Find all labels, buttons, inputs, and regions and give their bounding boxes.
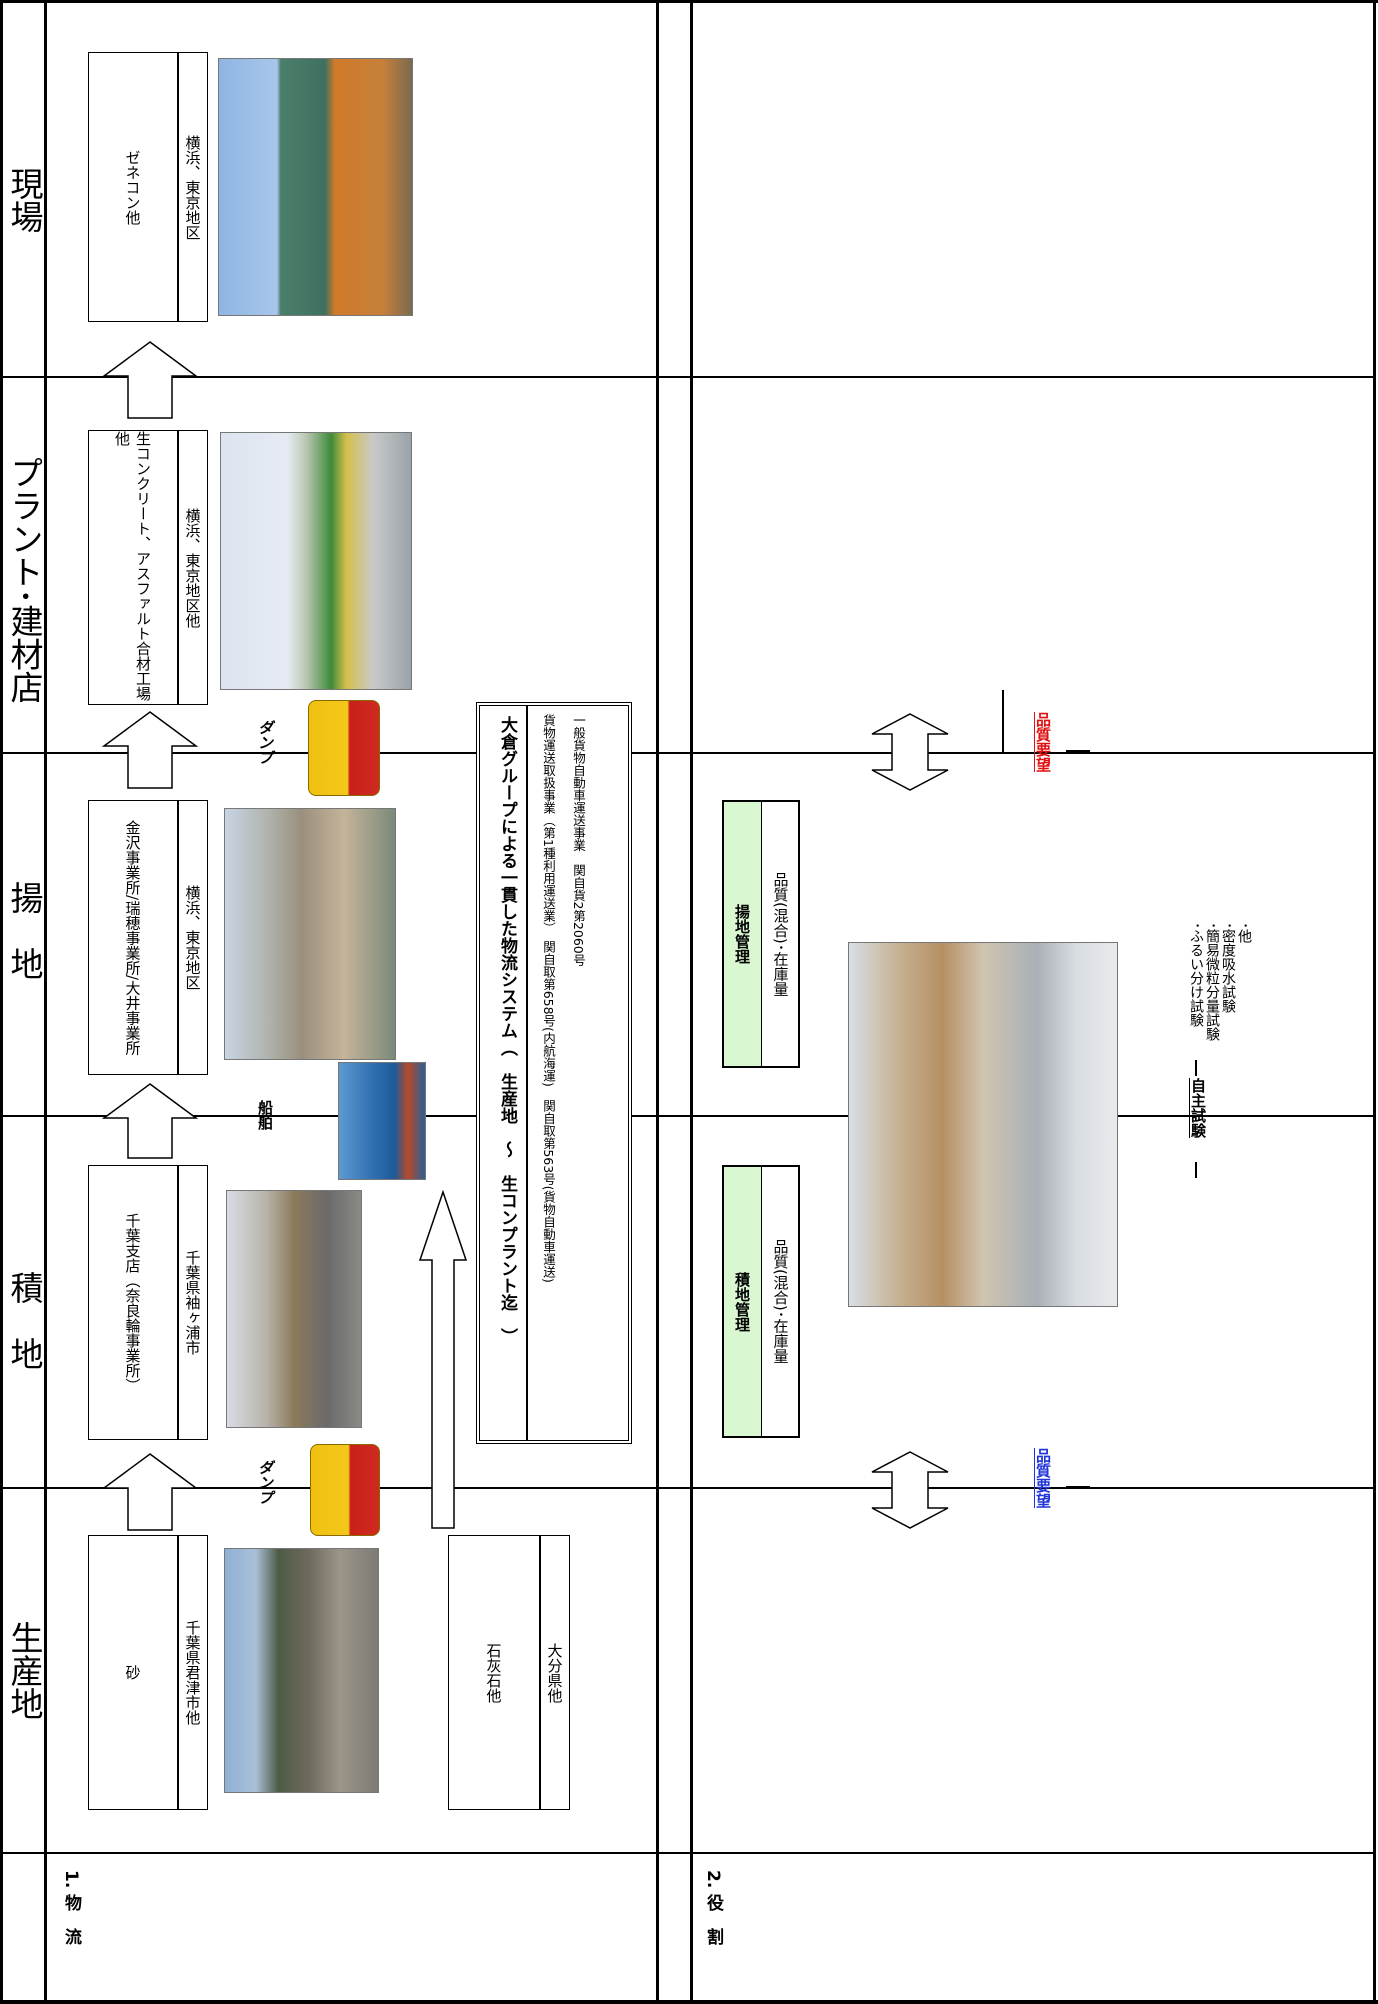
- test-item-3: ･密度吸水試験: [1220, 922, 1236, 1013]
- quarry-photo: [224, 1548, 379, 1793]
- test-item-1: ･ふるい分け試験: [1188, 922, 1204, 1027]
- production-box-divider: [539, 1536, 541, 1809]
- connector-line: [1002, 690, 1004, 752]
- double-arrow-icon: [871, 1451, 949, 1529]
- section-divider-right: [690, 0, 693, 2004]
- test-item-4: ･他: [1236, 922, 1252, 943]
- site-box-divider: [177, 53, 179, 321]
- concrete-plant-photo: [220, 432, 412, 690]
- loading-box-divider: [177, 1166, 179, 1439]
- site-box: ゼネコン他 横浜、東京地区: [88, 52, 208, 322]
- col-header-loading: 積 地: [5, 1270, 44, 1370]
- loading-management-box: 積地管理 品質(混合)･在庫量: [722, 1165, 800, 1438]
- logistics-system-box: 大倉グループによる一貫した物流システム（ 生産地 ～ 生コンプラント迄 ） 貨物…: [476, 702, 632, 1444]
- transport-ship: 船舶: [256, 1100, 274, 1130]
- frame-right: [1373, 0, 1376, 2004]
- quality-request-blue: 品質要望: [1034, 1448, 1052, 1508]
- unloading-area: 横浜、東京地区: [183, 885, 202, 990]
- unloading-box-divider: [177, 801, 179, 1074]
- flow-arrow-icon: [101, 1453, 199, 1531]
- production-sand-area: 千葉県君津市他: [183, 1620, 202, 1725]
- frame-left: [0, 0, 3, 2004]
- col-divider-2: [0, 752, 1376, 754]
- request-line-top: [1005, 746, 1007, 754]
- loading-facility-photo: [226, 1190, 362, 1428]
- loading-management-title: 積地管理: [724, 1167, 762, 1436]
- logistics-system-line2: 一般貨物自動車運送事業 関自貨2第2060号: [571, 714, 586, 967]
- loading-management-body: 品質(混合)･在庫量: [771, 1239, 790, 1364]
- flow-arrow-icon: [101, 711, 199, 789]
- flow-arrow-icon: [101, 341, 199, 419]
- site-name: ゼネコン他: [123, 149, 142, 225]
- section1-label: 1. 物 流: [61, 1870, 81, 1946]
- col-divider-4: [0, 1487, 1376, 1489]
- frame-bottom: [0, 2000, 1378, 2004]
- lab-test-photo: [848, 942, 1118, 1307]
- loading-name: 千葉支店（奈良輪事業所）: [123, 1212, 142, 1393]
- production-limestone-name: 石灰石他: [484, 1642, 503, 1703]
- connector-line: [1066, 1486, 1090, 1488]
- section2-label: 2. 役 割: [703, 1870, 723, 1946]
- site-area: 横浜、東京地区: [183, 134, 202, 240]
- unloading-yard-photo: [224, 808, 396, 1060]
- section-divider-left: [656, 0, 659, 2004]
- production-box-limestone: 石灰石他 大分県他: [448, 1535, 570, 1810]
- loading-box: 千葉支店（奈良輪事業所） 千葉県袖ヶ浦市: [88, 1165, 208, 1440]
- frame-top: [0, 0, 1378, 3]
- test-item-2: ･簡易微粒分量試験: [1204, 922, 1220, 1041]
- unloading-management-title: 揚地管理: [724, 802, 762, 1066]
- production-box-divider: [177, 1536, 179, 1809]
- dump-truck-icon: [310, 1444, 380, 1536]
- cargo-ship-photo: [338, 1062, 426, 1180]
- label-row-divider: [0, 1852, 1376, 1854]
- transport-dump-1: ダンプ: [256, 1460, 274, 1505]
- section1-header-divider: [44, 0, 47, 2004]
- self-inspection-label: 自主試験: [1189, 1078, 1207, 1138]
- unloading-name: 金沢事業所/瑞穂事業所/大井事業所: [123, 819, 142, 1056]
- col-header-site: 現場: [5, 167, 44, 233]
- double-arrow-icon: [871, 713, 949, 791]
- loading-area: 千葉県袖ヶ浦市: [183, 1250, 202, 1355]
- connector-line: [1195, 1162, 1197, 1178]
- logistics-system-title: 大倉グループによる一貫した物流システム（ 生産地 ～ 生コンプラント迄 ）: [497, 716, 517, 1345]
- col-header-unloading: 揚 地: [5, 880, 44, 980]
- quality-request-red: 品質要望: [1034, 712, 1052, 772]
- unloading-box: 金沢事業所/瑞穂事業所/大井事業所 横浜、東京地区: [88, 800, 208, 1075]
- plant-box: 生コンクリート、アスファルト合材工場他 横浜、東京地区他: [88, 430, 208, 705]
- connector-line: [1195, 1060, 1197, 1076]
- production-box-sand: 砂 千葉県君津市他: [88, 1535, 208, 1810]
- production-limestone-area: 大分県他: [545, 1642, 564, 1703]
- dump-truck-icon: [308, 700, 380, 796]
- connector-line: [1066, 750, 1090, 752]
- plant-name: 生コンクリート、アスファルト合材工場他: [113, 431, 152, 701]
- unloading-management-box: 揚地管理 品質(混合)･在庫量: [722, 800, 800, 1068]
- long-flow-arrow-icon: [418, 1190, 468, 1529]
- production-sand-name: 砂: [123, 1665, 142, 1680]
- col-header-plant: プラント･建材店: [5, 456, 44, 704]
- plant-area: 横浜、東京地区他: [183, 507, 202, 628]
- logistics-system-divider: [526, 706, 528, 1440]
- transport-dump-2: ダンプ: [256, 720, 274, 765]
- col-divider-1: [0, 376, 1376, 378]
- col-divider-3: [0, 1115, 1376, 1117]
- logistics-system-line1: 貨物運送取扱事業（第1種利用運送業） 関自取第658号(内航海運) 関自取第56…: [541, 714, 556, 1283]
- col-header-production: 生産地: [5, 1620, 44, 1720]
- plant-box-divider: [177, 431, 179, 704]
- construction-site-photo: [218, 58, 413, 316]
- unloading-management-body: 品質(混合)･在庫量: [771, 871, 790, 997]
- flow-arrow-icon: [101, 1083, 199, 1159]
